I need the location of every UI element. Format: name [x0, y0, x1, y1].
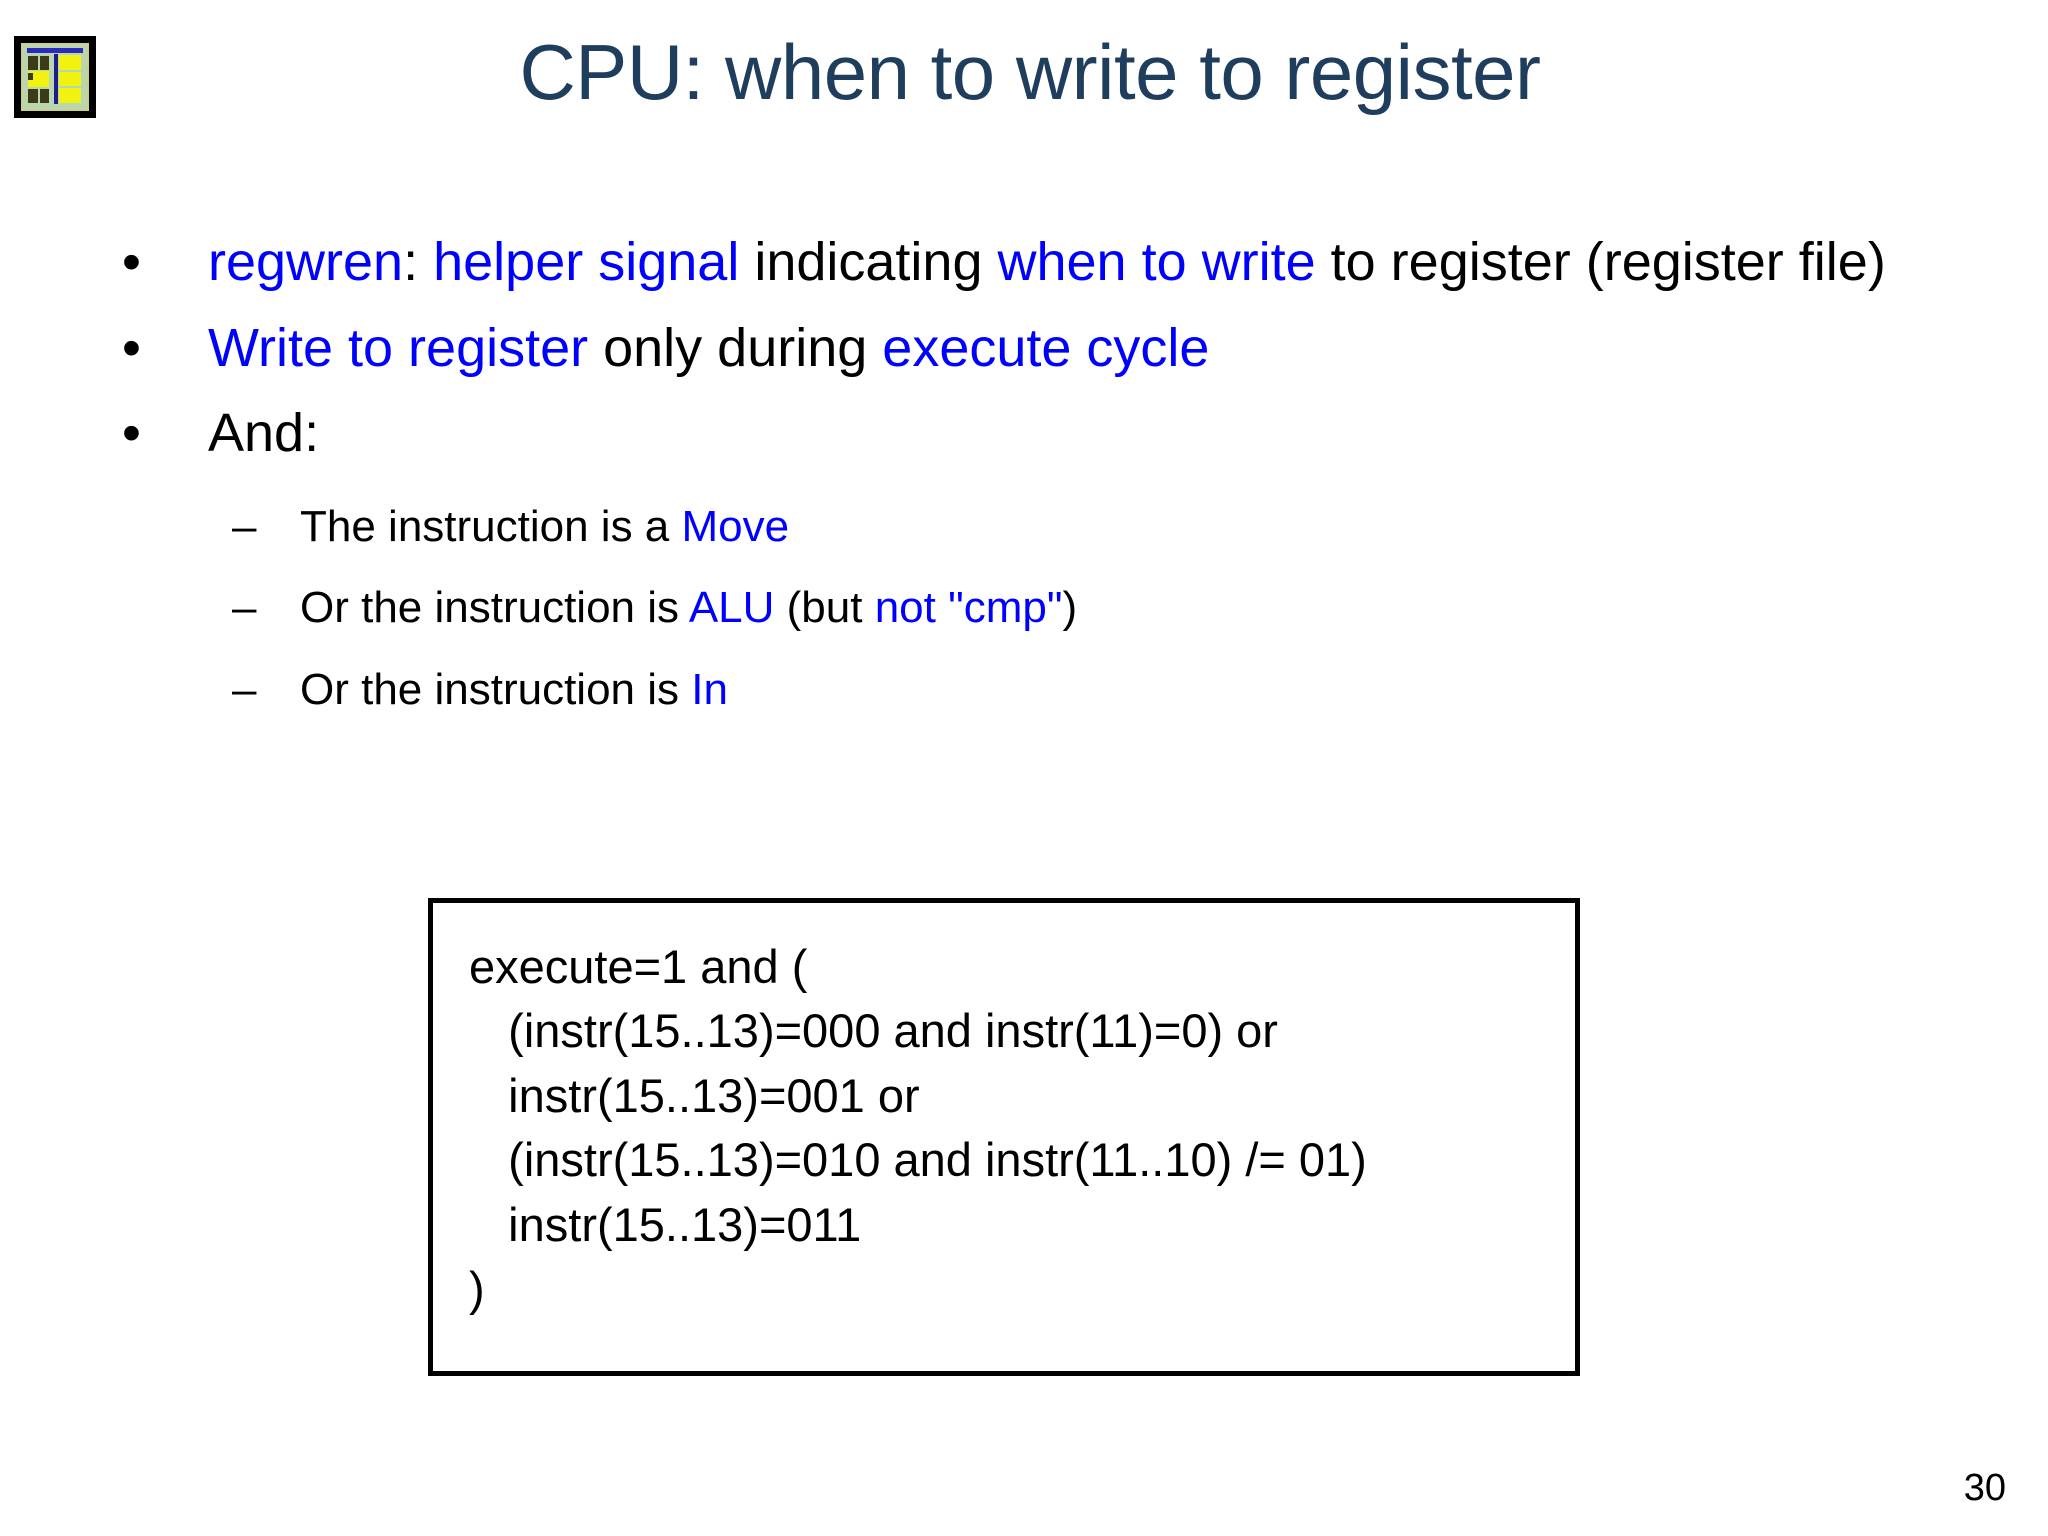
bullet-marker: •	[122, 403, 141, 464]
die-center-spine	[54, 53, 58, 104]
text-run: Move	[681, 501, 790, 551]
text-run: regwren	[208, 232, 404, 292]
sub-bullet-text: Or the instruction is ALU (but not "cmp"…	[300, 583, 1077, 632]
bullet-text: regwren: helper signal indicating when t…	[208, 232, 2048, 294]
die-graphic	[21, 43, 89, 111]
dash-marker: –	[232, 501, 257, 551]
bullet-marker: •	[122, 232, 141, 292]
sub-bullet-move: – The instruction is a Move	[0, 495, 2048, 559]
text-run: (but	[774, 583, 875, 633]
text-run: not "cmp"	[874, 583, 1063, 633]
text-run: helper signal	[433, 232, 740, 292]
text-run: Write to register	[208, 317, 589, 378]
bullet-item-and: • And:	[0, 403, 2048, 465]
die-top-bus	[26, 48, 84, 53]
die-block-c	[28, 71, 50, 87]
cpu-die-photo-logo	[14, 36, 96, 118]
bullet-marker: •	[122, 317, 141, 378]
text-run: when to write	[997, 232, 1316, 292]
sub-bullet-text: Or the instruction is In	[300, 665, 728, 714]
die-block-d	[28, 73, 34, 81]
slide-page-number: 30	[1963, 1467, 2006, 1509]
bullet-text: Write to register only during execute cy…	[208, 318, 2048, 380]
text-run: ALU	[688, 583, 775, 633]
bullet-item-regwren: • regwren: helper signal indicating when…	[0, 232, 2048, 294]
regwren-equation-box: execute=1 and ( (instr(15..13)=000 and i…	[428, 898, 1580, 1376]
dash-marker: –	[232, 665, 257, 715]
text-run: :	[403, 232, 434, 292]
text-run: The instruction is a	[300, 501, 682, 551]
die-block-g	[59, 55, 81, 70]
slide-body: • regwren: helper signal indicating when…	[0, 232, 2048, 722]
bullet-item-write-to-register: • Write to register only during execute …	[0, 318, 2048, 380]
text-run: And:	[208, 403, 320, 464]
text-run: Or the instruction is	[300, 665, 692, 715]
text-run: Or the instruction is	[300, 583, 689, 633]
text-run: execute cycle	[882, 317, 1210, 378]
die-block-h	[59, 71, 81, 86]
text-run: In	[691, 665, 728, 715]
die-block-a	[28, 55, 38, 70]
text-run: only during	[588, 317, 883, 378]
spacer	[0, 473, 2048, 495]
text-run: )	[1062, 583, 1078, 633]
bullet-text: And:	[208, 403, 2048, 465]
die-block-i	[59, 87, 81, 103]
die-block-e	[28, 88, 38, 103]
die-block-b	[39, 55, 50, 70]
text-run: indicating	[739, 232, 998, 292]
die-block-f	[39, 88, 50, 103]
sub-bullet-text: The instruction is a Move	[300, 502, 789, 551]
text-run: to register (register file)	[1315, 232, 1886, 292]
page-title: CPU: when to write to register	[519, 28, 1541, 116]
equation-code: execute=1 and ( (instr(15..13)=000 and i…	[469, 940, 1367, 1315]
dash-marker: –	[232, 583, 257, 633]
sub-bullet-in: – Or the instruction is In	[0, 658, 2048, 722]
sub-bullet-alu: – Or the instruction is ALU (but not "cm…	[0, 576, 2048, 640]
